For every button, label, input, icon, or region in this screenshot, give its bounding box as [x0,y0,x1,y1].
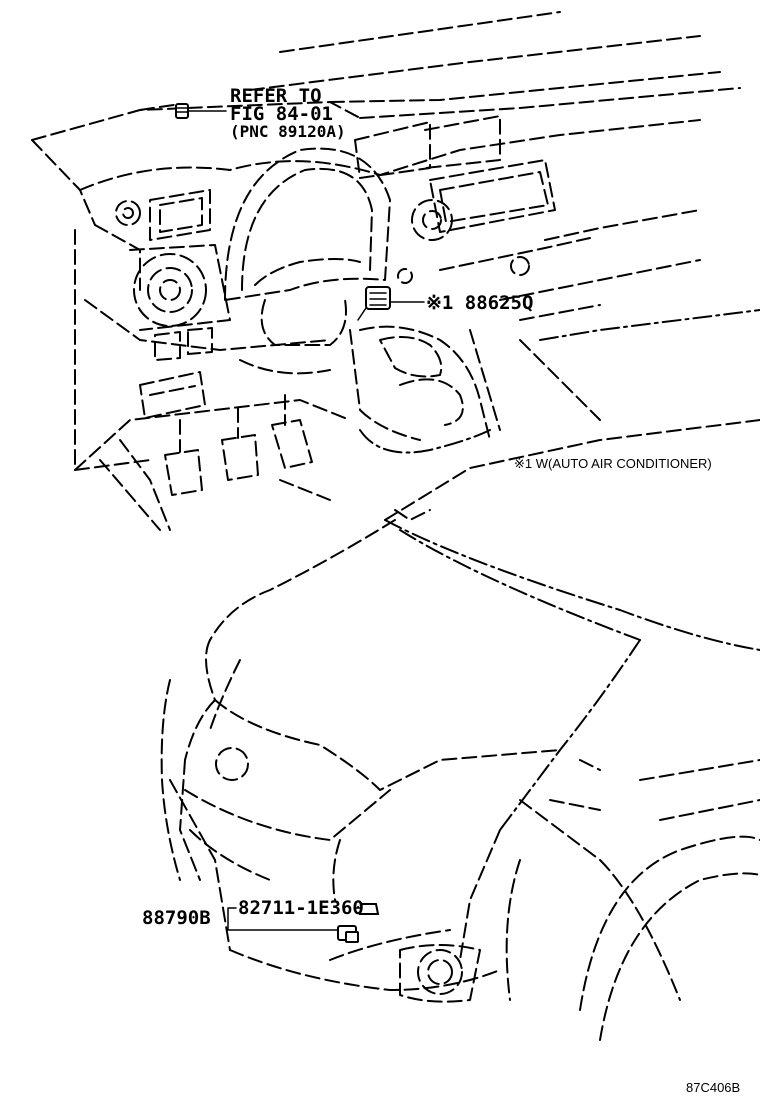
sensor-part-label: ※1 88625Q [426,292,533,314]
refer-label-line3: (PNC 89120A) [230,122,346,141]
refer-label-line1: REFER TO [230,85,322,107]
footnote-text: ※1 W(AUTO AIR CONDITIONER) [514,456,712,471]
drawing-code: 87C406B [686,1080,740,1095]
refer-part-icon [175,103,189,119]
wiring-part-label: 88790B [142,907,211,929]
dashboard-illustration [31,11,760,531]
callout-bracket [227,907,339,931]
clip-icon [358,903,380,915]
front-car-illustration [160,419,760,1041]
refer-label-line2: FIG 84-01 [230,103,333,125]
connector-icon [337,925,359,943]
clip-part-label: 82711-1E360 [238,897,364,919]
sensor-icon [357,286,391,321]
